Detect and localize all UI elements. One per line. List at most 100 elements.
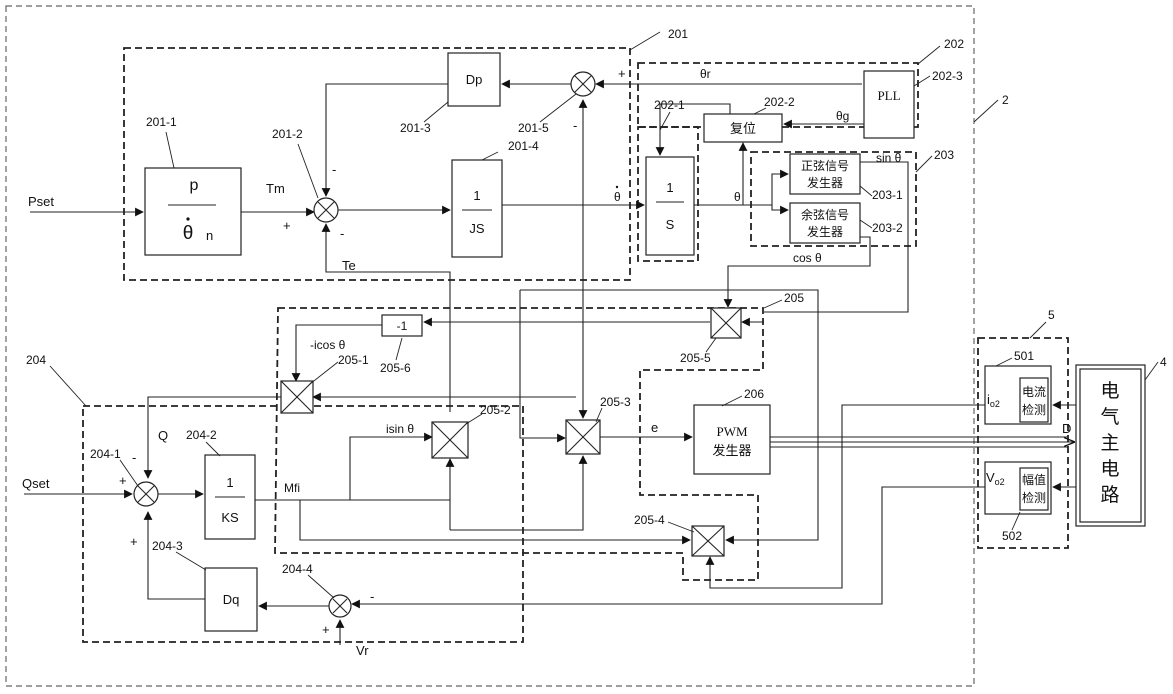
theta-dot bbox=[186, 217, 189, 220]
ref-204-1: 204-1 bbox=[90, 447, 121, 461]
ref-201-4: 201-4 bbox=[508, 139, 539, 153]
wire-m-to-mul4 bbox=[300, 500, 690, 540]
main-circuit-char-3: 主 bbox=[1100, 432, 1119, 454]
amplitude-detection-line1: 幅值 bbox=[1022, 472, 1046, 487]
main-circuit-char-2: 气 bbox=[1100, 406, 1119, 428]
theta-dot-mark bbox=[616, 186, 618, 188]
ref-201-3: 201-3 bbox=[400, 121, 431, 135]
reset-label: 复位 bbox=[730, 121, 756, 136]
ref-206: 206 bbox=[744, 387, 764, 401]
wire-to-cos-gen bbox=[772, 205, 788, 210]
label-qset: Qset bbox=[22, 476, 50, 491]
sine-generator-line2: 发生器 bbox=[807, 175, 843, 190]
js-denominator: JS bbox=[469, 221, 485, 236]
wire-dp-to-sum1 bbox=[326, 84, 448, 196]
ref-204: 204 bbox=[26, 353, 46, 367]
ref-202-1: 202-1 bbox=[654, 98, 685, 112]
ref-205-4: 205-4 bbox=[634, 513, 665, 527]
amplitude-detection-line2: 检测 bbox=[1022, 490, 1046, 505]
sine-generator-line1: 正弦信号 bbox=[801, 158, 849, 173]
wire-vo2-feedback bbox=[352, 487, 985, 604]
dp-label: Dp bbox=[466, 72, 483, 87]
wire-m-to-mul3 bbox=[450, 456, 583, 530]
label-sin: sin θ bbox=[876, 151, 902, 165]
ref-203-2: 203-2 bbox=[872, 221, 903, 235]
sign-plus-qset: + bbox=[119, 473, 127, 488]
pwm-generator-block bbox=[694, 405, 770, 474]
ref-201-1: 201-1 bbox=[146, 115, 177, 129]
pwm-line2: 发生器 bbox=[712, 443, 751, 458]
wire-to-sine-gen bbox=[772, 174, 788, 205]
current-detection-line1: 电流 bbox=[1022, 385, 1046, 399]
label-cos: cos θ bbox=[793, 251, 822, 265]
wire-isin bbox=[350, 437, 432, 500]
label-m: Mfi bbox=[284, 481, 300, 495]
one-over-js-block bbox=[452, 160, 502, 257]
label-theta: θ bbox=[734, 190, 741, 204]
ref-5: 5 bbox=[1048, 308, 1055, 322]
label-theta-dot: θ bbox=[614, 190, 621, 204]
ref-202-3: 202-3 bbox=[932, 69, 963, 83]
wire-sin-to-mul2 bbox=[520, 290, 528, 438]
ref-201-5: 201-5 bbox=[518, 121, 549, 135]
theta-denominator: θ bbox=[183, 223, 194, 244]
multiplier-205-1 bbox=[281, 381, 313, 413]
sign-minus-te: - bbox=[340, 226, 344, 241]
sign-plus-thetar: + bbox=[618, 66, 626, 81]
s-numerator: 1 bbox=[666, 180, 673, 195]
boundary-2 bbox=[6, 6, 974, 686]
s-denominator: S bbox=[666, 217, 675, 232]
pll-label: PLL bbox=[877, 88, 900, 103]
ref-203: 203 bbox=[934, 148, 954, 162]
ref-204-2: 204-2 bbox=[186, 428, 217, 442]
sign-plus-tm: + bbox=[283, 218, 291, 233]
label-tm: Tm bbox=[266, 181, 285, 196]
main-circuit-char-1: 电 bbox=[1100, 380, 1119, 402]
main-circuit-char-5: 路 bbox=[1100, 484, 1119, 506]
ref-4: 4 bbox=[1160, 355, 1167, 369]
ref-502: 502 bbox=[1002, 529, 1022, 543]
ref-202: 202 bbox=[944, 37, 964, 51]
ref-205-2: 205-2 bbox=[480, 403, 511, 417]
label-d: D bbox=[1062, 421, 1071, 436]
label-isin: isin θ bbox=[386, 422, 414, 436]
ref-202-2: 202-2 bbox=[764, 95, 795, 109]
sign-minus-dp: - bbox=[332, 162, 336, 177]
sum-junction-204-4 bbox=[329, 595, 351, 617]
multiplier-205-2 bbox=[432, 422, 468, 458]
n-subscript: n bbox=[206, 228, 213, 243]
p-numerator: p bbox=[190, 177, 199, 194]
multiplier-205-3 bbox=[566, 420, 600, 454]
ks-denominator: KS bbox=[221, 510, 239, 525]
label-theta-r: θr bbox=[700, 67, 711, 81]
ref-501: 501 bbox=[1014, 349, 1034, 363]
sign-plus-dq: + bbox=[130, 534, 138, 549]
ref-204-3: 204-3 bbox=[152, 539, 183, 553]
sign-plus-vr: + bbox=[322, 622, 330, 637]
sign-minus-q: - bbox=[132, 450, 136, 465]
ref-205-6: 205-6 bbox=[380, 361, 411, 375]
one-over-s-block bbox=[646, 157, 694, 255]
cosine-generator-line2: 发生器 bbox=[807, 224, 843, 239]
main-circuit-char-4: 电 bbox=[1100, 458, 1119, 480]
ref-203-1: 203-1 bbox=[872, 188, 903, 202]
label-te: Te bbox=[342, 258, 356, 273]
sum-junction-201-2 bbox=[314, 198, 338, 222]
ref-2: 2 bbox=[1002, 93, 1009, 107]
wire-dq-to-sumq bbox=[148, 512, 205, 599]
ref-201: 201 bbox=[668, 27, 688, 41]
ref-204-4: 204-4 bbox=[282, 562, 313, 576]
label-vr: Vr bbox=[356, 643, 369, 658]
pll-block bbox=[864, 71, 914, 138]
multiplier-205-5 bbox=[711, 308, 741, 338]
ks-numerator: 1 bbox=[226, 475, 233, 490]
label-neg-icos: -icos θ bbox=[310, 338, 346, 352]
ref-205-3: 205-3 bbox=[600, 395, 631, 409]
dq-label: Dq bbox=[223, 592, 240, 607]
ref-205: 205 bbox=[784, 291, 804, 305]
js-numerator: 1 bbox=[473, 188, 480, 203]
label-pset: Pset bbox=[28, 194, 54, 209]
label-e: e bbox=[651, 420, 658, 435]
sum-junction-201-5 bbox=[571, 72, 595, 96]
